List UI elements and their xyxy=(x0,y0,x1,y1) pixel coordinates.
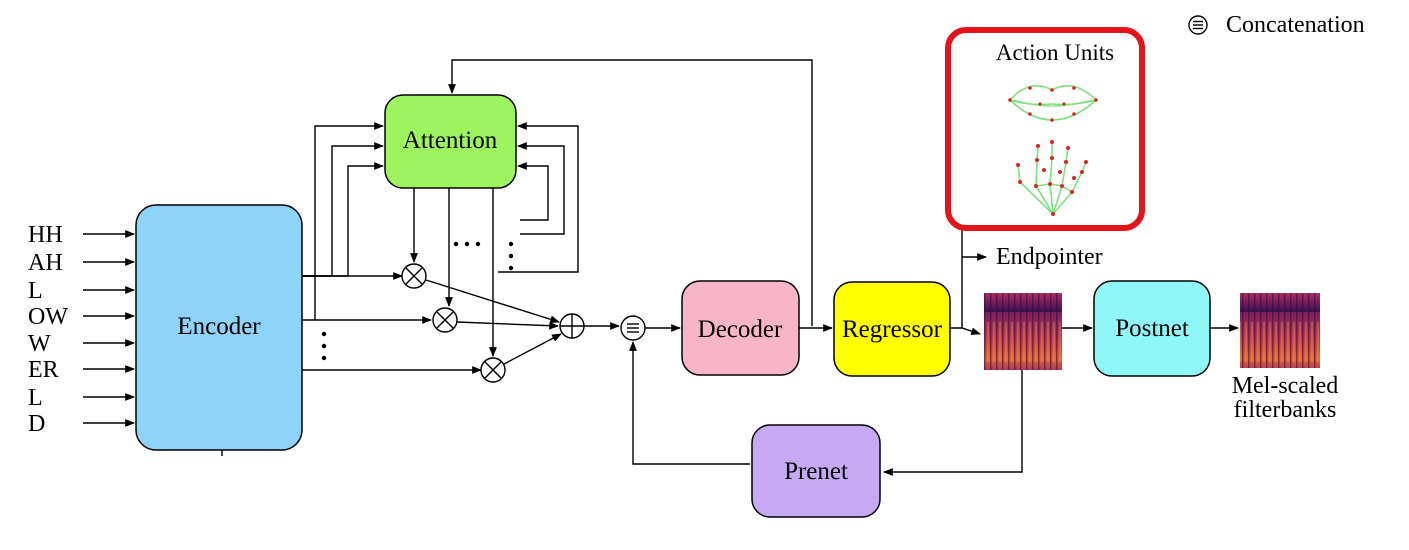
input-phonemes: HH AH L OW W ER L D xyxy=(28,222,135,437)
phoneme-label: ER xyxy=(28,357,59,383)
attention-feedback-connectors xyxy=(448,59,813,326)
attention-label: Attention xyxy=(403,127,498,154)
lips-landmarks-icon xyxy=(1008,84,1098,122)
phoneme-label: L xyxy=(28,278,43,304)
encoder-block: Encoder xyxy=(135,204,303,456)
phoneme-label: HH xyxy=(28,222,63,248)
output-label-line2: filterbanks xyxy=(1234,397,1337,423)
concatenation-node-icon xyxy=(620,315,646,341)
hand-landmarks-icon xyxy=(1017,142,1087,215)
phoneme-label: W xyxy=(28,331,51,357)
phoneme-label: L xyxy=(28,385,43,411)
mel-spectrogram-image xyxy=(984,293,1062,370)
encoder-to-multiplier-connectors xyxy=(302,272,482,374)
hand-landmark-points xyxy=(1016,140,1088,216)
output-mel-spectrogram-image xyxy=(1240,293,1320,368)
multiply-icon xyxy=(432,307,458,333)
attention-block: Attention xyxy=(384,94,517,189)
prenet-label: Prenet xyxy=(784,458,848,485)
action-units-title: Action Units xyxy=(996,40,1114,65)
phoneme-label: OW xyxy=(28,304,68,330)
phoneme-label: D xyxy=(28,411,45,437)
multiply-nodes xyxy=(401,263,506,383)
regressor-label: Regressor xyxy=(842,316,943,343)
endpointer-label: Endpointer xyxy=(996,244,1103,270)
postnet-block: Postnet xyxy=(1093,280,1211,377)
concatenation-legend: Concatenation xyxy=(1188,12,1365,38)
attention-to-multiplier-connectors xyxy=(410,188,514,357)
action-units-panel: Action Units xyxy=(945,27,1145,231)
concatenation-icon xyxy=(1188,15,1208,35)
output-label: Mel-scaled filterbanks xyxy=(1232,373,1339,423)
output-label-line1: Mel-scaled xyxy=(1232,373,1339,399)
sum-icon xyxy=(559,313,585,339)
regressor-block: Regressor xyxy=(833,281,951,377)
decoder-block: Decoder xyxy=(681,280,800,376)
phoneme-label: AH xyxy=(28,250,63,276)
concatenation-legend-label: Concatenation xyxy=(1226,12,1365,38)
encoder-to-attention-connectors xyxy=(302,122,384,320)
postnet-label: Postnet xyxy=(1115,315,1189,342)
multiply-icon xyxy=(401,263,427,289)
prenet-block: Prenet xyxy=(751,424,881,518)
decoder-label: Decoder xyxy=(698,316,783,343)
encoder-label: Encoder xyxy=(177,313,261,340)
prenet-feedback-connectors xyxy=(629,341,1023,476)
multiply-icon xyxy=(480,357,506,383)
multiply-to-sum-connectors xyxy=(425,279,562,365)
